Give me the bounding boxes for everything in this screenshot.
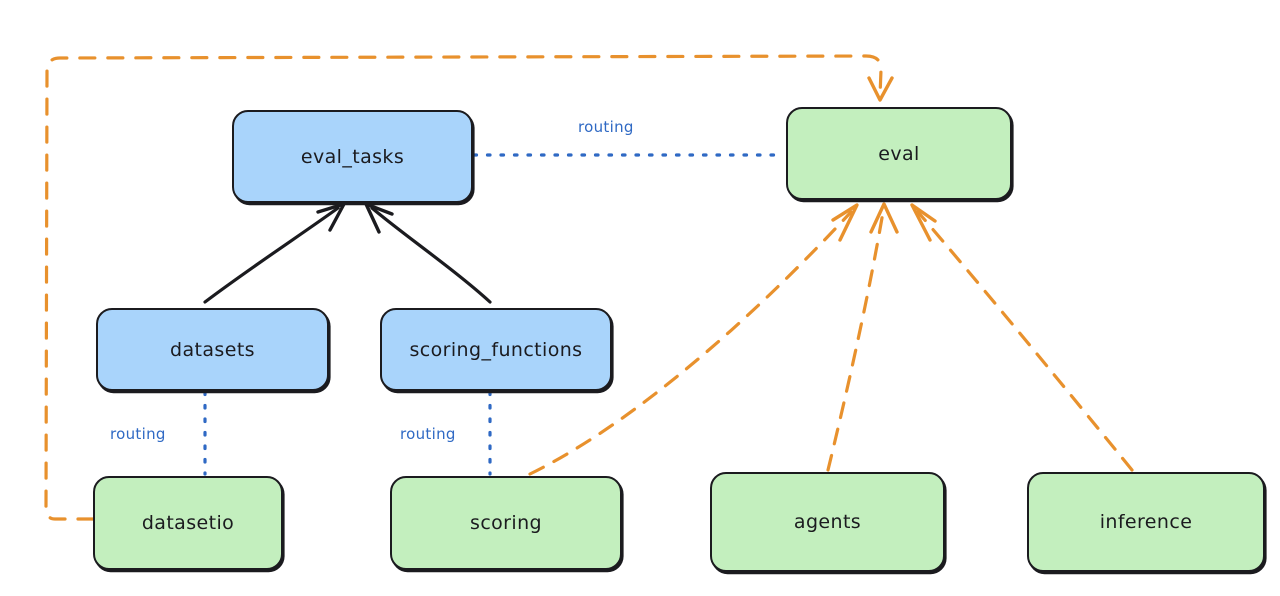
- node-inference[interactable]: inference: [1027, 472, 1265, 572]
- node-label: eval_tasks: [300, 145, 405, 168]
- node-label: scoring: [470, 512, 542, 534]
- node-label: datasets: [170, 338, 255, 361]
- node-label: agents: [793, 511, 862, 533]
- arrowhead-into-eval-top: [867, 76, 894, 102]
- arrowhead-scoring-into-eval: [831, 203, 859, 242]
- node-eval-tasks[interactable]: eval_tasks: [232, 110, 473, 203]
- arrowhead-datasets-into-eval_tasks: [316, 202, 346, 232]
- node-scoring-functions[interactable]: scoring_functions: [380, 308, 612, 391]
- arrowhead-inference-into-eval: [910, 203, 937, 242]
- edge-inference-to-eval: [910, 203, 1134, 472]
- node-datasets[interactable]: datasets: [96, 308, 329, 391]
- edge-label-routing-eval-tasks-eval: routing: [578, 118, 634, 136]
- node-label: eval: [878, 142, 920, 165]
- edge-datasets-to-eval_tasks: [203, 202, 346, 304]
- arrowhead-agents-into-eval: [869, 202, 899, 234]
- edge-scoring_functions-to-eval_tasks: [364, 202, 492, 304]
- edge-label-routing-datasets-datasetio: routing: [110, 425, 166, 443]
- edge-agents-to-eval: [826, 202, 899, 472]
- node-label: scoring_functions: [409, 338, 583, 361]
- node-label: datasetio: [141, 512, 235, 534]
- node-label: inference: [1099, 511, 1193, 533]
- node-agents[interactable]: agents: [710, 472, 945, 572]
- node-eval[interactable]: eval: [786, 107, 1012, 200]
- arrowhead-sf-into-eval_tasks: [364, 202, 394, 234]
- node-scoring[interactable]: scoring: [390, 476, 622, 570]
- edge-label-routing-scoring-functions-scoring: routing: [400, 425, 456, 443]
- node-datasetio[interactable]: datasetio: [93, 476, 283, 570]
